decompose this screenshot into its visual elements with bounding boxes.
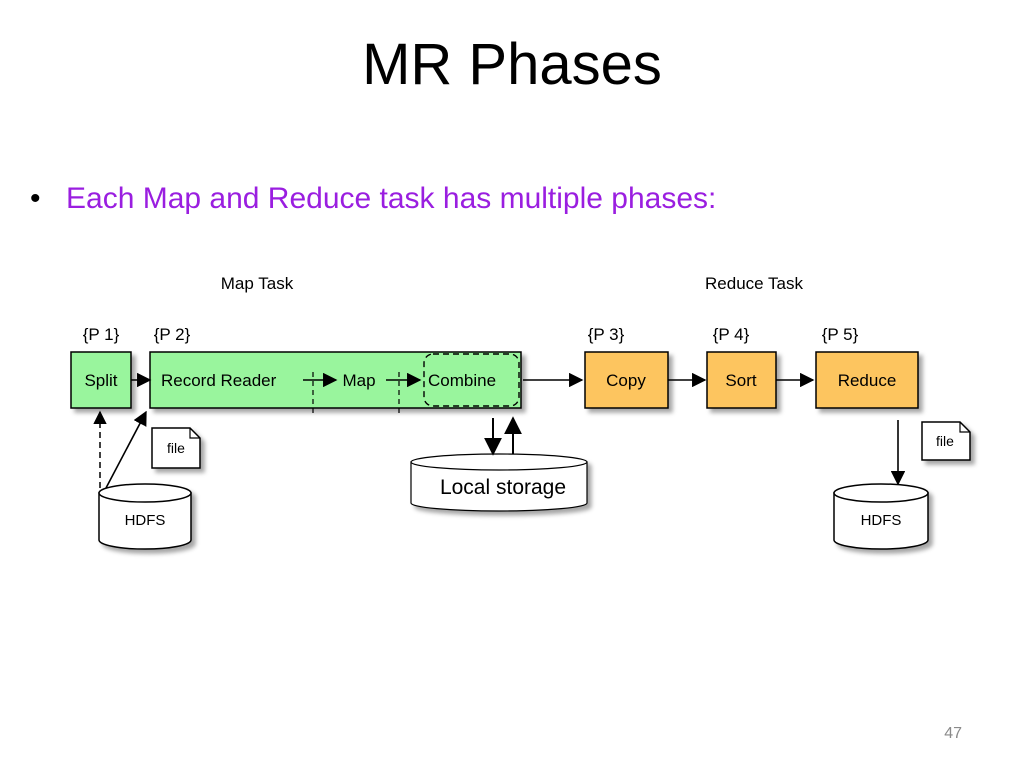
combine-label: Combine (428, 371, 496, 390)
copy-label: Copy (606, 371, 646, 390)
map-label: Map (342, 371, 375, 390)
local-storage-label: Local storage (440, 476, 566, 499)
hdfs-left-label: HDFS (125, 512, 166, 529)
file-right-icon (921, 421, 971, 461)
slide-title: MR Phases (362, 32, 662, 97)
hdfs-left-cylinder (98, 483, 192, 550)
bullet-text: Each Map and Reduce task has multiple ph… (66, 182, 717, 215)
split-label: Split (84, 371, 117, 390)
local-storage-cylinder (410, 453, 588, 512)
map-task-label: Map Task (221, 274, 294, 293)
record-reader-label: Record Reader (161, 371, 277, 390)
bullet-dot: • (30, 182, 41, 215)
file-right-label: file (936, 433, 954, 449)
hdfs-right-label: HDFS (861, 512, 902, 529)
phase-label-p1: {P 1} (83, 325, 120, 344)
sort-box (706, 351, 777, 409)
page-number: 47 (944, 725, 962, 742)
file-left-label: file (167, 440, 185, 456)
arrow-hdfs-to-record-reader (105, 410, 147, 489)
sort-label: Sort (725, 371, 756, 390)
phase-label-p2: {P 2} (154, 325, 191, 344)
phase-label-p5: {P 5} (822, 325, 859, 344)
hdfs-right-cylinder (833, 483, 929, 550)
phase-label-p4: {P 4} (713, 325, 750, 344)
reduce-task-label: Reduce Task (705, 274, 803, 293)
reduce-label: Reduce (838, 371, 897, 390)
reduce-box (815, 351, 919, 409)
phase-label-p3: {P 3} (588, 325, 625, 344)
file-left-icon (151, 427, 201, 469)
bullet-item: • Each Map and Reduce task has multiple p… (30, 182, 716, 216)
split-box (70, 351, 132, 409)
